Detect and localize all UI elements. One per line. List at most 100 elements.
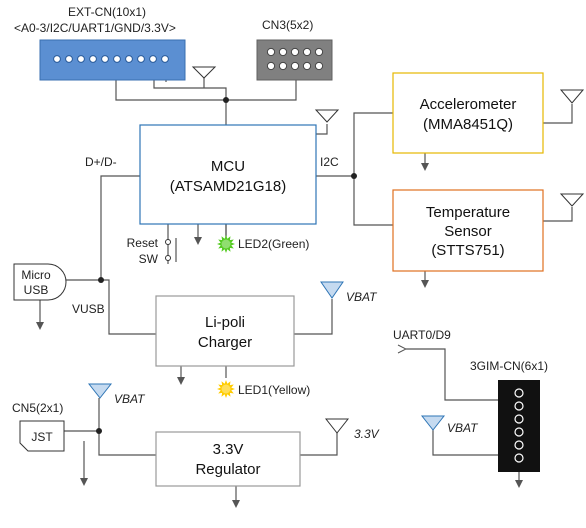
- connector-pin: [302, 61, 312, 71]
- v33-label: 3.3V: [354, 427, 380, 441]
- antenna-icon: [559, 193, 585, 207]
- regulator-block: [155, 431, 301, 487]
- junction-jst: [96, 428, 102, 434]
- ext-antenna: [191, 66, 217, 79]
- vbat-label-charger: VBAT: [346, 290, 378, 304]
- connector-pin: [53, 55, 61, 63]
- cn5-title: CN5(2x1): [12, 401, 63, 415]
- connector-pin: [514, 401, 524, 411]
- connector-pin: [290, 61, 300, 71]
- connector-pin: [266, 47, 276, 57]
- vbat-antenna-icon: [320, 281, 344, 299]
- usb-data-label: D+/D-: [85, 155, 117, 169]
- micro-usb-label-1: Micro: [21, 268, 51, 282]
- ground-icon: [194, 237, 202, 245]
- temperature-part: (STTS751): [431, 242, 504, 259]
- connector-pin: [514, 440, 524, 450]
- charger-title-2: Charger: [198, 334, 252, 351]
- mcu-title: MCU: [211, 158, 245, 175]
- vbat-label-jst: VBAT: [114, 392, 146, 406]
- wire-gim-vbat: [432, 428, 498, 456]
- temperature-title-1: Temperature: [426, 204, 510, 221]
- junctions: [96, 97, 357, 434]
- mcu-part: (ATSAMD21G18): [170, 178, 286, 195]
- cn3-body: [256, 39, 333, 81]
- wire-gim-uart: [406, 349, 498, 401]
- ground-icon: [421, 280, 429, 288]
- led2-label: LED2(Green): [238, 237, 309, 251]
- connector-pin: [77, 55, 85, 63]
- junction-i2c: [351, 173, 357, 179]
- junction-bus: [223, 97, 229, 103]
- mcu-block: [139, 124, 317, 225]
- charger-title-1: Li-poli: [205, 314, 245, 331]
- connector-pin: [161, 55, 169, 63]
- wire-i2c-temp: [353, 176, 393, 226]
- wire-mcu-antenna: [316, 124, 328, 135]
- accelerometer-block: [392, 72, 544, 154]
- micro-usb-connector: [13, 263, 67, 301]
- vbat-antenna-icon: [420, 415, 446, 431]
- jst-label: JST: [31, 430, 53, 444]
- connector-pin: [89, 55, 97, 63]
- regulator-title-1: 3.3V: [213, 441, 244, 458]
- reset-sw-label-2: SW: [139, 252, 159, 266]
- regulator-title-2: Regulator: [195, 461, 260, 478]
- wire-charger-vbat: [294, 299, 333, 335]
- connector-pin: [514, 453, 524, 463]
- charger-block: [155, 295, 295, 367]
- connector-pin: [125, 55, 133, 63]
- ground-icon: [515, 480, 523, 488]
- ground-icon: [232, 500, 240, 508]
- led1-label: LED1(Yellow): [238, 383, 310, 397]
- vusb-label: VUSB: [72, 302, 105, 316]
- ground-symbols: [36, 163, 523, 508]
- junction-usb: [98, 277, 104, 283]
- micro-usb-label-2: USB: [24, 283, 49, 297]
- wire-accel-antenna: [543, 104, 573, 124]
- gim-pins: [514, 388, 524, 463]
- temperature-sensor-block: [392, 189, 544, 272]
- jst-connector: [19, 420, 65, 452]
- wire-temp-antenna: [543, 207, 573, 222]
- wire-usb-data: [62, 175, 140, 281]
- antenna-icon: [559, 89, 585, 104]
- connector-pin: [278, 61, 288, 71]
- connector-pin: [314, 47, 324, 57]
- ext-cn-pins: [53, 55, 169, 63]
- connector-pin: [113, 55, 121, 63]
- uart-label: UART0/D9: [393, 328, 451, 342]
- ground-icon: [36, 322, 44, 330]
- i2c-label: I2C: [320, 155, 339, 169]
- led1-icon: [217, 380, 235, 398]
- antenna-icon: [324, 418, 350, 434]
- wire-vusb: [101, 279, 156, 335]
- connector-pin: [514, 427, 524, 437]
- connector-pin: [137, 55, 145, 63]
- wire-ext-cn-a: [115, 80, 226, 101]
- ext-cn-subtitle: <A0-3/I2C/UART1/GND/3.3V>: [14, 21, 176, 35]
- connector-pin: [290, 47, 300, 57]
- cn3-title: CN3(5x2): [262, 18, 313, 32]
- connector-pin: [514, 414, 524, 424]
- connector-pin: [266, 61, 276, 71]
- connector-pin: [302, 47, 312, 57]
- temperature-title-2: Sensor: [444, 223, 492, 240]
- wire-cn3: [226, 80, 297, 101]
- ext-cn-title: EXT-CN(10x1): [68, 5, 146, 19]
- accelerometer-part: (MMA8451Q): [423, 116, 513, 133]
- accelerometer-title: Accelerometer: [420, 96, 517, 113]
- connector-pin: [149, 55, 157, 63]
- vbat-label-gim: VBAT: [447, 421, 479, 435]
- connector-pin: [65, 55, 73, 63]
- wire-i2c-accel: [353, 112, 393, 176]
- vbat-antenna-icon: [87, 383, 113, 399]
- gim-title: 3GIM-CN(6x1): [470, 359, 548, 373]
- ext-cn-body: [39, 39, 186, 81]
- connector-pin: [514, 388, 524, 398]
- wire-jst-vbat: [64, 398, 100, 432]
- cn3-pins: [266, 47, 324, 71]
- ground-icon: [80, 478, 88, 486]
- connector-pin: [101, 55, 109, 63]
